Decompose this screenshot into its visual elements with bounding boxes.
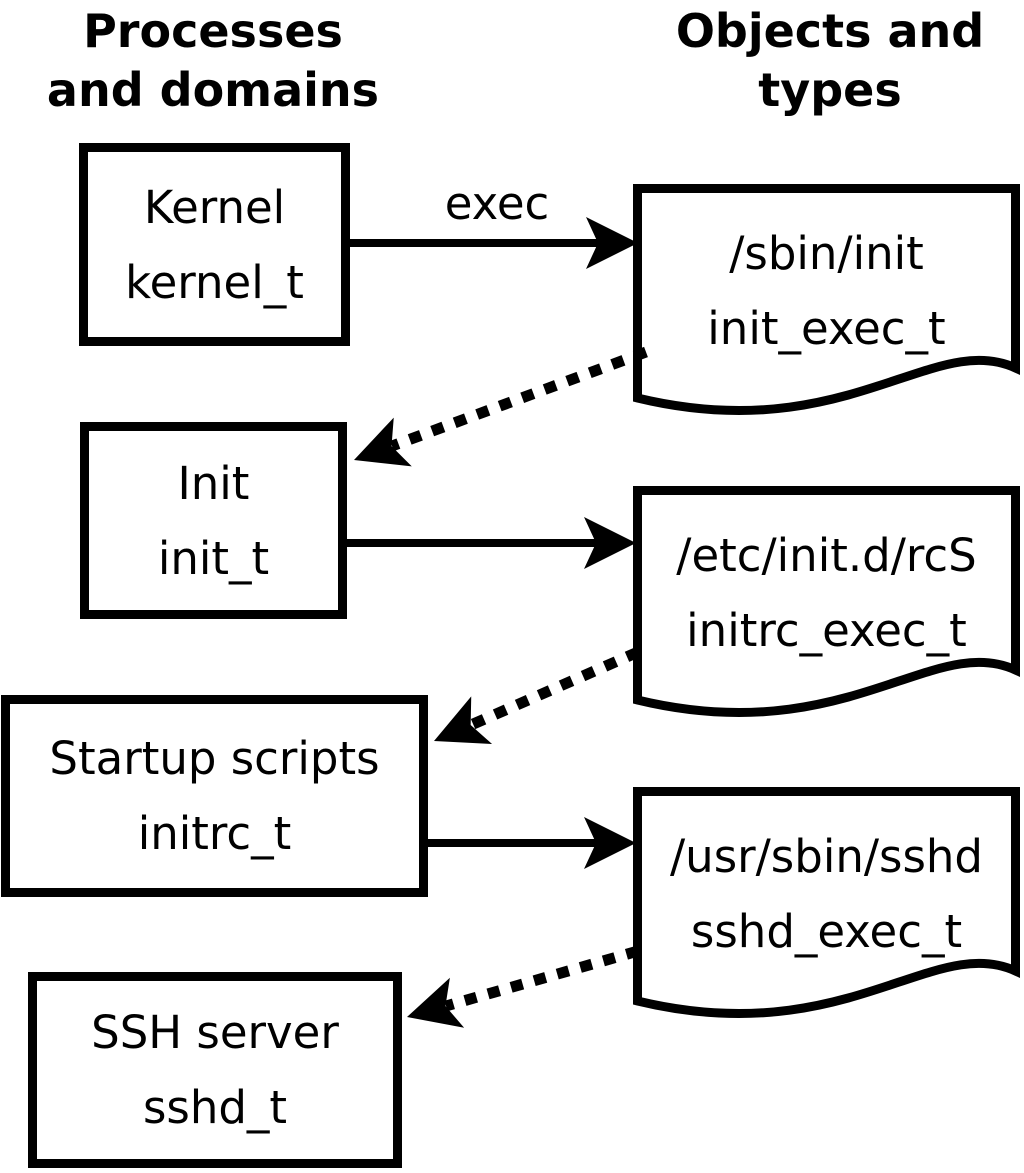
- arrowhead-left-icon: [354, 417, 412, 467]
- arrowhead-left-icon: [434, 696, 493, 745]
- process-domain: sshd_t: [142, 1081, 288, 1134]
- object-path: /usr/sbin/sshd: [670, 829, 983, 883]
- object-path: /sbin/init: [729, 226, 924, 280]
- column-header-objects: Objects and types: [640, 2, 1020, 120]
- process-box-kernel: Kernel kernel_t: [79, 143, 350, 346]
- object-path: /etc/init.d/rcS: [676, 528, 977, 582]
- arrowhead-right-icon: [584, 817, 636, 869]
- object-type: sshd_exec_t: [690, 904, 963, 958]
- transition-arrow-to-initrc-t: [434, 646, 641, 745]
- process-name: Init: [177, 456, 250, 510]
- process-name: Startup scripts: [49, 732, 380, 785]
- header-line: types: [758, 63, 902, 117]
- transition-arrow-to-init-t: [354, 346, 648, 467]
- process-name: SSH server: [91, 1006, 339, 1059]
- arrowhead-right-icon: [586, 217, 638, 269]
- object-type: initrc_exec_t: [686, 603, 967, 657]
- arrowhead-right-icon: [584, 517, 636, 569]
- exec-arrow-init-to-rcs: [347, 517, 636, 569]
- object-type: init_exec_t: [707, 301, 946, 355]
- object-doc-etc-initd-rcs: /etc/init.d/rcS initrc_exec_t: [633, 486, 1020, 738]
- object-doc-sbin-init: /sbin/init init_exec_t: [633, 184, 1020, 436]
- header-line: Processes: [83, 4, 343, 58]
- process-domain: initrc_t: [137, 807, 292, 860]
- process-domain: kernel_t: [125, 255, 304, 309]
- header-line: Objects and: [675, 4, 985, 58]
- process-box-ssh-server: SSH server sshd_t: [28, 972, 402, 1168]
- column-header-processes: Processes and domains: [23, 2, 403, 120]
- transition-arrow-to-sshd-t: [407, 945, 640, 1028]
- process-domain: init_t: [157, 531, 270, 585]
- exec-arrow-startup-to-sshd: [428, 817, 636, 869]
- process-name: Kernel: [143, 180, 286, 234]
- document-shape-icon: [633, 486, 1020, 718]
- document-shape-icon: [633, 184, 1020, 416]
- arrowhead-left-icon: [407, 977, 465, 1028]
- process-box-startup-scripts: Startup scripts initrc_t: [1, 695, 428, 897]
- process-box-init: Init init_t: [80, 422, 347, 619]
- header-line: and domains: [46, 63, 380, 117]
- object-doc-usr-sbin-sshd: /usr/sbin/sshd sshd_exec_t: [633, 787, 1020, 1039]
- exec-arrow-label: exec: [444, 177, 550, 230]
- document-shape-icon: [633, 787, 1020, 1019]
